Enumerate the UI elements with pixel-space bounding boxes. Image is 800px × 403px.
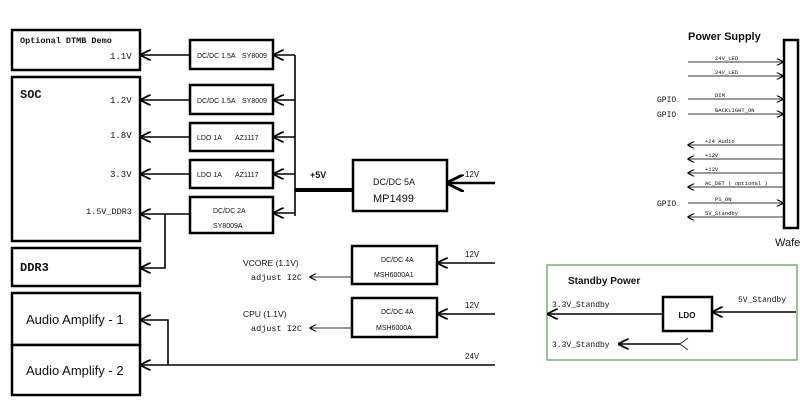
reg-part: AZ1117 <box>235 135 259 142</box>
standby-power-block: Standby Power LDO 5V_Standby 3.3V_Standb… <box>546 264 798 361</box>
signal-label: +12V <box>705 166 719 173</box>
power-supply-signal: 24V_LED <box>688 69 783 76</box>
input-label: 12V <box>465 250 480 259</box>
conv-part: MP1499 <box>373 193 414 205</box>
cpu-converter: CPU (1.1V) adjust I2C DC/DC 4A MSH6000A … <box>243 296 495 339</box>
standby-title: Standby Power <box>568 276 640 287</box>
reg-type: DC/DC 1.5A <box>197 98 236 105</box>
regulator-4: LDO 1A AZ1117 <box>188 158 275 190</box>
regulator-5: DC/DC 2A SY8009A <box>188 195 275 235</box>
reg-type: LDO 1A <box>197 172 222 179</box>
cpu-label: CPU (1.1V) <box>243 309 287 319</box>
bus-label: +5V <box>310 170 326 180</box>
conv-type: DC/DC 5A <box>373 177 415 187</box>
regulator-1: DC/DC 1.5A SY8009 <box>188 38 275 71</box>
reg-part: SY8009 <box>242 53 267 60</box>
regulator-3: LDO 1A AZ1117 <box>188 121 275 153</box>
reg-part: SY8009 <box>242 98 267 105</box>
connector-label: Wafe <box>775 237 800 249</box>
audio-rail-label: 24V <box>465 352 480 361</box>
ddr3-block: DDR3 <box>10 246 142 288</box>
regulator-2: DC/DC 1.5A SY8009 <box>188 83 275 116</box>
power-supply-title: Power Supply <box>688 31 762 43</box>
power-supply-signal: AC_DET ( optional ) <box>688 180 783 187</box>
signal-label: 5V_Standby <box>705 210 739 217</box>
signal-label: +24 Audio <box>705 138 735 145</box>
power-supply-signal: 5V_Standby <box>688 210 783 217</box>
main-converter: DC/DC 5A MP1499 12V <box>351 158 495 213</box>
vcore-converter: VCORE (1.1V) adjust I2C DC/DC 4A MSH6000… <box>243 244 495 286</box>
reg-type: LDO 1A <box>197 135 222 142</box>
signal-label: DIM <box>715 92 725 99</box>
vcore-label: VCORE (1.1V) <box>243 258 299 268</box>
audio-24v-line: 24V <box>141 320 495 365</box>
gpio-label: GPIO <box>657 200 676 209</box>
ddr3-title: DDR3 <box>20 261 49 275</box>
input-label: 12V <box>465 301 480 310</box>
soc-feed-lines <box>141 55 190 268</box>
power-supply-signal: +24 Audio <box>688 138 783 145</box>
standby-input-label: 5V_Standby <box>738 296 786 305</box>
gpio-label: GPIO <box>657 111 676 120</box>
signal-label: 24V_LED <box>715 55 739 62</box>
amp1-title: Audio Amplify - 1 <box>26 312 124 327</box>
power-supply-signal: BACKLIGHT_ON GPIO <box>657 107 783 120</box>
conv-part: MSH6000A <box>376 325 412 332</box>
dtmb-title: Optional DTMB Demo <box>20 36 112 46</box>
soc-rail: 1.2V <box>110 96 132 106</box>
ldo-label: LDO <box>679 311 696 320</box>
standby-out1-label: 3.3V_Standby <box>552 301 610 310</box>
soc-block: SOC 1.2V 1.8V 3.3V 1.5V_DDR3 <box>10 75 142 243</box>
soc-rail: 1.5V_DDR3 <box>86 207 132 217</box>
power-supply-signal: DIM GPIO <box>657 92 783 105</box>
power-supply-signal: 24V_LED <box>688 55 783 62</box>
gpio-label: GPIO <box>657 96 676 105</box>
signal-label: +12V <box>705 152 719 159</box>
adjust-label: adjust I2C <box>251 324 302 334</box>
soc-rail: 3.3V <box>110 170 132 180</box>
signal-label: BACKLIGHT_ON <box>715 107 755 114</box>
dtmb-block: Optional DTMB Demo 1.1V <box>10 28 142 72</box>
input-label: 12V <box>465 170 480 179</box>
signal-label: 24V_LED <box>715 69 739 76</box>
audio-amp-2-block: Audio Amplify - 2 <box>10 343 142 397</box>
soc-title: SOC <box>20 88 42 102</box>
conv-part: MSH6000A1 <box>374 272 414 279</box>
reg-type: DC/DC 2A <box>213 208 246 215</box>
five-volt-bus: +5V <box>274 55 353 216</box>
power-supply-block: Power Supply Wafe 24V_LED24V_LEDDIMGPIOB… <box>657 31 800 249</box>
conv-type: DC/DC 4A <box>381 257 414 264</box>
conv-type: DC/DC 4A <box>381 309 414 316</box>
signal-label: AC_DET ( optional ) <box>705 180 768 187</box>
soc-rail: 1.8V <box>110 131 132 141</box>
audio-amp-1-block: Audio Amplify - 1 <box>10 291 142 347</box>
power-supply-signal: +12V <box>688 166 783 173</box>
amp2-title: Audio Amplify - 2 <box>26 363 124 378</box>
power-supply-signal: +12V <box>688 152 783 159</box>
reg-part: AZ1117 <box>235 172 259 179</box>
reg-part: SY8009A <box>213 223 243 230</box>
signal-label: PS_ON <box>715 196 732 203</box>
power-supply-signal: PS_ON GPIO <box>657 196 783 209</box>
dtmb-rail: 1.1V <box>110 52 132 62</box>
reg-type: DC/DC 1.5A <box>197 53 236 60</box>
standby-out2-label: 3.3V_Standby <box>552 341 610 350</box>
adjust-label: adjust I2C <box>251 273 302 283</box>
